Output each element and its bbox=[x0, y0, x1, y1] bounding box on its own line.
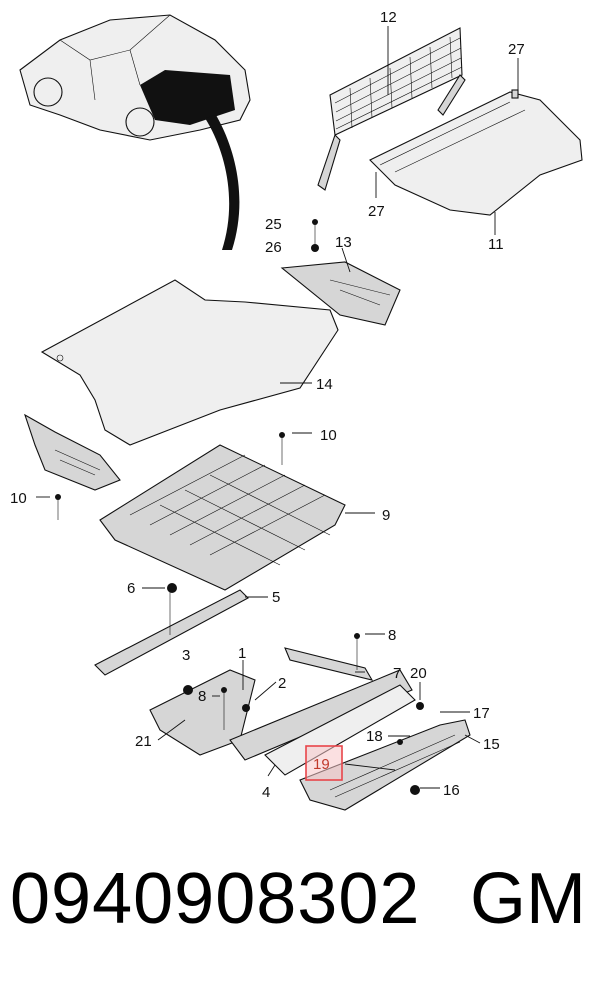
callout-8-left: 8 bbox=[198, 688, 206, 705]
callout-14: 14 bbox=[316, 376, 333, 393]
side-trim-part bbox=[280, 219, 401, 326]
rail-part bbox=[94, 583, 249, 676]
car-illustration bbox=[19, 14, 251, 250]
bracket-rail-part bbox=[284, 633, 374, 681]
trunk-mat-part bbox=[40, 279, 339, 446]
callout-10-left: 10 bbox=[10, 490, 27, 507]
callout-27-bottom: 27 bbox=[368, 203, 385, 220]
callout-21: 21 bbox=[135, 733, 152, 750]
callout-15: 15 bbox=[483, 736, 500, 753]
callout-9: 9 bbox=[382, 507, 390, 524]
callout-10-right: 10 bbox=[320, 427, 337, 444]
callout-5: 5 bbox=[272, 589, 280, 606]
callout-11: 11 bbox=[488, 236, 504, 253]
callout-1: 1 bbox=[238, 645, 246, 662]
footer: 0940908302 GM bbox=[0, 858, 600, 958]
callout-16: 16 bbox=[443, 782, 460, 799]
exploded-parts-diagram: 12 27 27 11 25 26 13 14 10 10 9 6 5 3 1 … bbox=[10, 9, 583, 811]
callout-25: 25 bbox=[265, 216, 282, 233]
callout-20: 20 bbox=[410, 665, 427, 682]
callout-7: 7 bbox=[393, 665, 401, 682]
highlight-box bbox=[305, 745, 343, 781]
brand: GM bbox=[470, 859, 586, 939]
leader-lines bbox=[36, 26, 519, 789]
callout-6: 6 bbox=[127, 580, 135, 597]
cargo-net-part bbox=[317, 27, 466, 191]
callout-19: 19 bbox=[313, 756, 330, 773]
callout-26: 26 bbox=[265, 239, 282, 256]
callout-2: 2 bbox=[278, 675, 286, 692]
scuff-plate-part bbox=[299, 702, 471, 811]
callout-18: 18 bbox=[366, 728, 383, 745]
callout-13: 13 bbox=[335, 234, 352, 251]
floor-panel-part bbox=[99, 432, 346, 591]
sill-assembly-part bbox=[149, 669, 416, 776]
cargo-cover-part bbox=[369, 89, 583, 216]
callout-4: 4 bbox=[262, 784, 270, 801]
callout-17: 17 bbox=[473, 705, 490, 722]
left-side-trim-part bbox=[24, 413, 121, 520]
callout-labels: 12 27 27 11 25 26 13 14 10 10 9 6 5 3 1 … bbox=[10, 9, 525, 801]
callout-12: 12 bbox=[380, 9, 397, 26]
callout-8-right: 8 bbox=[388, 627, 396, 644]
callout-3: 3 bbox=[182, 647, 190, 664]
callout-27-top: 27 bbox=[508, 41, 525, 58]
part-number: 0940908302 bbox=[10, 859, 421, 939]
